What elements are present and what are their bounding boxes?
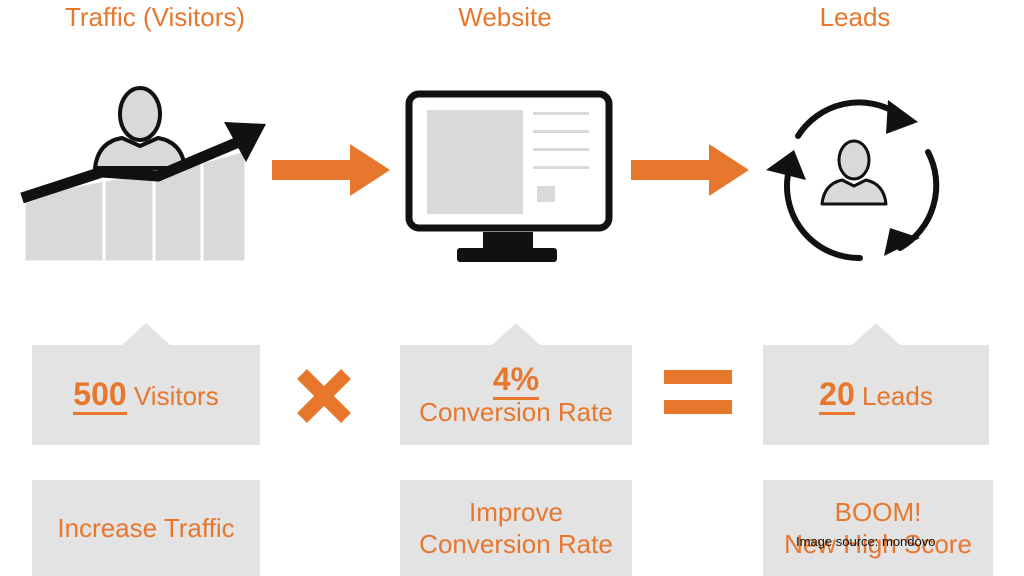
- visitors-metric-box: 500 Visitors: [32, 323, 260, 445]
- leads-label: Leads: [861, 381, 933, 411]
- box-pointer: [122, 323, 170, 345]
- leads-title: Leads: [819, 2, 891, 32]
- visitors-label: Visitors: [133, 381, 219, 411]
- conversion-metric-box: 4% Conversion Rate: [400, 323, 632, 445]
- website-action-box: Improve Conversion Rate: [400, 480, 632, 576]
- traffic-title: Traffic (Visitors): [64, 2, 246, 32]
- flow-arrow-icon: [272, 144, 390, 196]
- box-pointer: [852, 323, 900, 345]
- website-action-line2: Conversion Rate: [419, 529, 613, 559]
- multiply-icon: [297, 369, 351, 423]
- monitor-icon: [405, 90, 613, 262]
- equals-icon: [664, 370, 732, 414]
- conversion-number: 4%: [492, 361, 540, 400]
- traffic-growth-icon: [20, 86, 266, 264]
- box-pointer: [492, 323, 540, 345]
- conversion-label: Conversion Rate: [419, 397, 613, 427]
- lead-cycle-icon: [766, 99, 940, 262]
- website-action-line1: Improve: [469, 497, 563, 527]
- leads-action-box: BOOM! New High Score: [763, 480, 993, 576]
- leads-number: 20: [819, 376, 855, 415]
- leads-action-line2: New High Score: [784, 529, 972, 559]
- website-title: Website: [458, 2, 552, 32]
- leads-action-line1: BOOM!: [834, 497, 922, 527]
- flow-arrow-icon: [631, 144, 749, 196]
- image-source-caption: Image source: mondovo: [796, 534, 936, 549]
- traffic-action-box: Increase Traffic: [32, 480, 260, 576]
- traffic-action-text: Increase Traffic: [57, 513, 235, 543]
- visitors-number: 500: [73, 376, 127, 415]
- leads-metric-box: 20 Leads: [763, 323, 989, 445]
